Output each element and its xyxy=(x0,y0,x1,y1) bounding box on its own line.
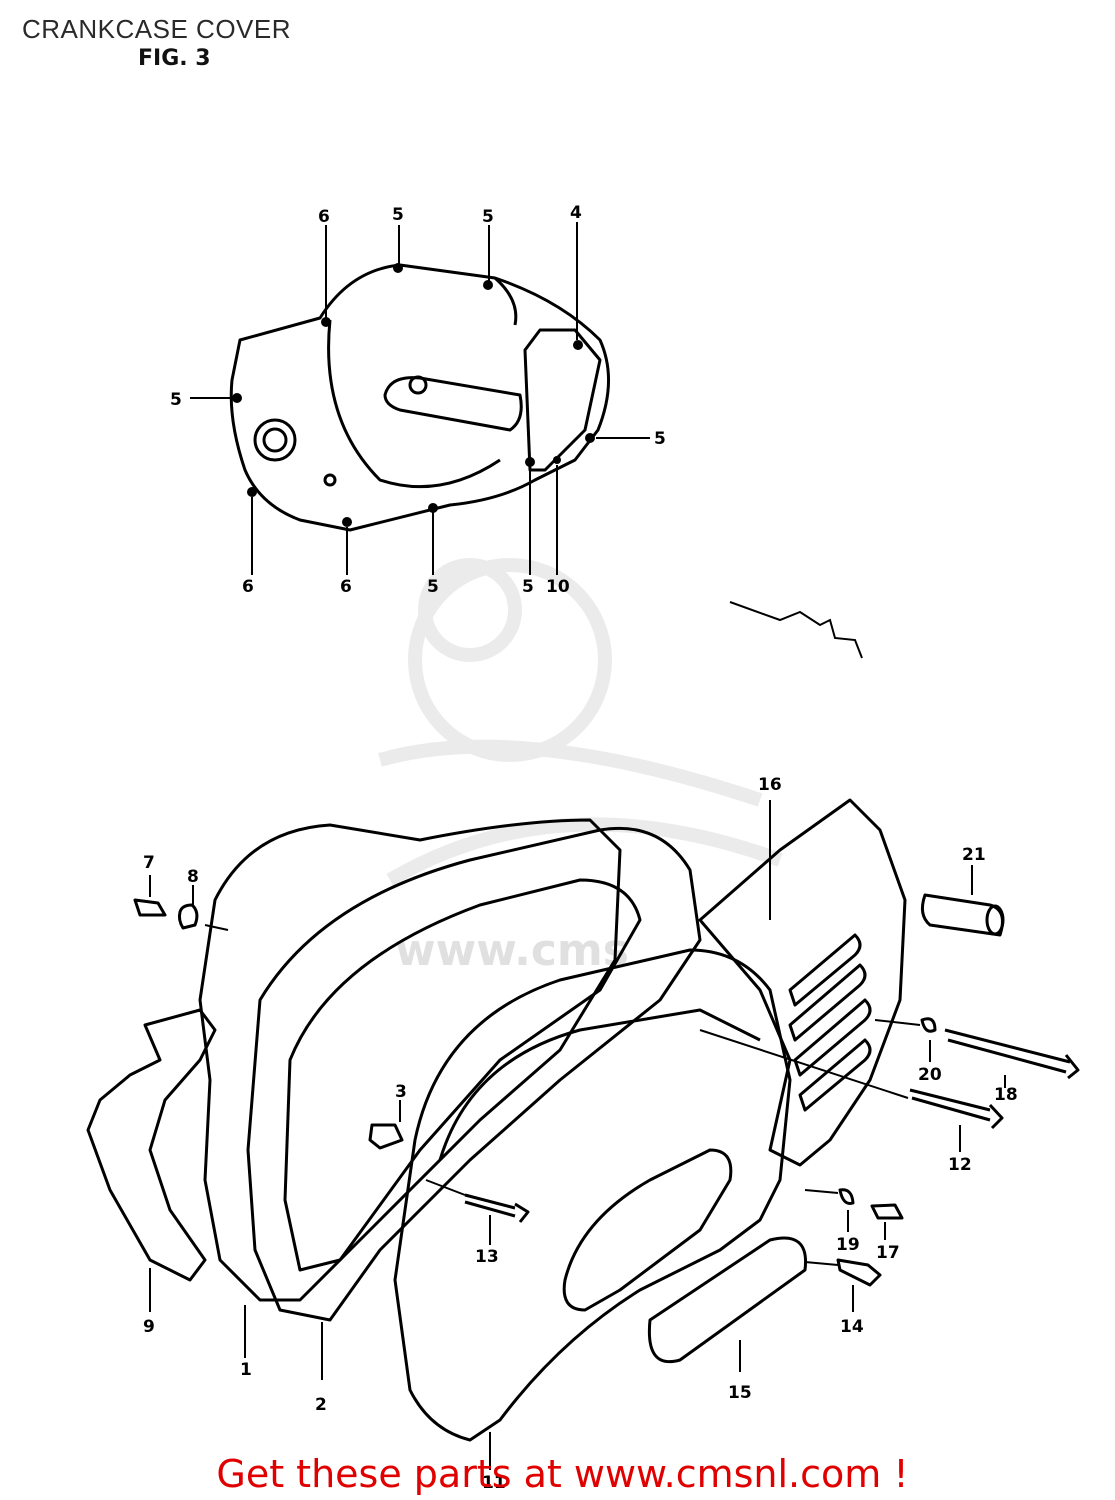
callout-6: 6 xyxy=(318,207,330,227)
part-12-bolt xyxy=(909,1088,1004,1130)
part-18-bolt xyxy=(944,1028,1080,1080)
part-21-spacer xyxy=(920,893,1004,937)
part-20-washer xyxy=(920,1017,937,1033)
callout-14: 14 xyxy=(840,1317,864,1337)
part-8-washer xyxy=(177,903,199,930)
callout-5: 5 xyxy=(170,390,182,410)
figure-label: FIG. 3 xyxy=(138,46,211,71)
watermark-logo xyxy=(378,558,783,887)
callout-13: 13 xyxy=(475,1247,499,1267)
callout-3: 3 xyxy=(395,1082,407,1102)
callout-5: 5 xyxy=(654,429,666,449)
callout-20: 20 xyxy=(918,1065,942,1085)
part-1-cover xyxy=(198,818,622,1302)
top-leader-lines xyxy=(190,222,650,575)
callout-12: 12 xyxy=(948,1155,972,1175)
part-13-bolt xyxy=(464,1193,530,1223)
part-17-screw xyxy=(870,1203,904,1220)
parts-shop-link[interactable]: Get these parts at www.cmsnl.com ! xyxy=(216,1452,909,1496)
watermark-text: www.cms xyxy=(395,925,629,976)
callout-5: 5 xyxy=(482,207,494,227)
callouts-top: 6 5 5 4 5 5 6 6 5 5 10 xyxy=(170,203,666,597)
callout-17: 17 xyxy=(876,1243,900,1263)
page-title: CRANKCASE COVER xyxy=(22,14,291,44)
top-bolt-holes xyxy=(232,263,595,527)
bottom-assembly xyxy=(86,798,1080,1442)
callout-19: 19 xyxy=(836,1235,860,1255)
part-2-gasket xyxy=(246,826,702,1322)
callout-11: 11 xyxy=(482,1473,506,1493)
callout-4: 4 xyxy=(570,203,582,223)
callout-7: 7 xyxy=(143,853,155,873)
callout-2: 2 xyxy=(315,1395,327,1415)
stray-mark xyxy=(729,601,863,659)
callout-9: 9 xyxy=(143,1317,155,1337)
callout-5: 5 xyxy=(427,577,439,597)
badge-plate xyxy=(647,1236,808,1363)
callout-10: 10 xyxy=(546,577,570,597)
part-9-guard xyxy=(86,1008,217,1282)
part-19-washer xyxy=(838,1188,855,1205)
callout-15: 15 xyxy=(728,1383,752,1403)
callout-6: 6 xyxy=(340,577,352,597)
part-15-outer-cover xyxy=(393,948,792,1442)
callout-16: 16 xyxy=(758,775,782,795)
callout-8: 8 xyxy=(187,867,199,887)
callouts-bottom: 16 21 7 8 3 20 18 12 9 1 2 13 15 19 17 1… xyxy=(143,775,1018,1493)
inner-cover-assembly xyxy=(229,263,610,532)
part-3-dowel xyxy=(368,1123,404,1150)
part-16-heat-shield xyxy=(698,798,907,1167)
callout-18: 18 xyxy=(994,1085,1018,1105)
part-14-screw xyxy=(836,1258,882,1287)
part-7-screw xyxy=(133,898,167,917)
callout-5: 5 xyxy=(392,205,404,225)
callout-5: 5 xyxy=(522,577,534,597)
bottom-leader-lines xyxy=(149,800,1006,1470)
callout-6: 6 xyxy=(242,577,254,597)
callout-1: 1 xyxy=(240,1360,252,1380)
callout-21: 21 xyxy=(962,845,986,865)
